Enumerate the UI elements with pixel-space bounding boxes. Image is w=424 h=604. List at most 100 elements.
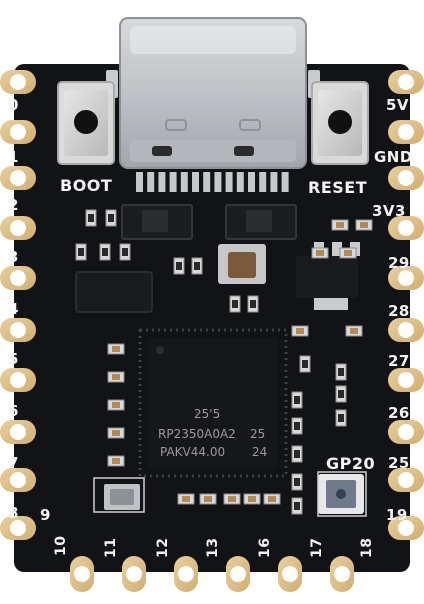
smd-passive [291, 391, 303, 409]
boot-label: BOOT [60, 176, 113, 195]
right-castellated-pads [388, 70, 424, 540]
pin-label-bottom-18: 18 [359, 537, 375, 558]
castellated-pad [0, 318, 36, 342]
pin-label-left-5: 5 [8, 350, 19, 368]
castellated-pad [0, 368, 36, 392]
castellated-pad [388, 516, 424, 540]
smd-passive [107, 427, 125, 439]
castellated-pad [388, 318, 424, 342]
bottom-castellated-pads [70, 556, 354, 592]
smd-passive [355, 219, 373, 231]
pin-label-right-gnd: GND [374, 148, 413, 166]
smd-passive [311, 247, 329, 259]
pin-label-bottom-17: 17 [309, 537, 325, 558]
rgb-led-icon [318, 474, 364, 514]
smd-passive [291, 445, 303, 463]
passive-components [75, 209, 373, 515]
smd-passive [291, 417, 303, 435]
smd-passive [223, 493, 241, 505]
smd-passive [107, 343, 125, 355]
smd-passive [243, 493, 261, 505]
pin-label-bottom-12: 12 [155, 537, 171, 558]
pin-label-right-25: 25 [388, 454, 410, 472]
castellated-pad [0, 70, 36, 94]
smd-passive [75, 243, 87, 261]
pin-label-right-27: 27 [388, 352, 410, 370]
chip-part-suffix: 25 [250, 427, 266, 441]
pin-label-left-7: 7 [8, 454, 19, 472]
smd-passive [173, 257, 185, 275]
castellated-pad [388, 468, 424, 492]
pin-label-right-29: 29 [388, 254, 410, 272]
pin-label-right-26: 26 [388, 404, 410, 422]
pin-label-bottom-11: 11 [103, 537, 119, 558]
smd-passive [291, 497, 303, 515]
castellated-pad [0, 468, 36, 492]
rp2350-chip [138, 328, 288, 478]
castellated-pad [388, 368, 424, 392]
pin-label-bottom-10: 10 [53, 535, 69, 556]
smd-passive [335, 385, 347, 403]
castellated-pad [0, 266, 36, 290]
pin-label-bottom-16: 16 [257, 537, 273, 558]
flash-chip [75, 271, 153, 313]
chip-lot-code: PAKV44.00 [160, 445, 226, 459]
castellated-pad [226, 556, 250, 592]
smd-passive [85, 209, 97, 227]
castellated-pad [388, 70, 424, 94]
chip-lot-suffix: 24 [252, 445, 268, 459]
smd-passive [177, 493, 195, 505]
pin-label-left-2: 2 [8, 196, 19, 214]
smd-passive [339, 247, 357, 259]
castellated-pad [388, 420, 424, 444]
smd-passive [263, 493, 281, 505]
smd-passive [291, 325, 309, 337]
smd-passive [107, 399, 125, 411]
castellated-pad [122, 556, 146, 592]
pin-label-left-3: 3 [8, 248, 19, 266]
castellated-pad [278, 556, 302, 592]
smd-passive [191, 257, 203, 275]
pin-label-left-8: 8 [8, 504, 19, 522]
chip-date-code: 25'5 [194, 407, 221, 421]
led-label: GP20 [326, 454, 376, 473]
pin-label-left-1: 1 [8, 148, 19, 166]
smd-passive [335, 363, 347, 381]
reset-button-icon [311, 81, 369, 165]
castellated-pad [0, 166, 36, 190]
pin-label-right-19: 19 [386, 506, 408, 524]
crystal [218, 244, 266, 284]
left-castellated-pads [0, 70, 36, 540]
castellated-pad [388, 120, 424, 144]
pin-label-left-0: 0 [8, 96, 19, 114]
pin-label-left-9: 9 [40, 506, 51, 524]
pin-label-left-6: 6 [8, 402, 19, 420]
pin-label-bottom-13: 13 [205, 537, 221, 558]
smd-passive [199, 493, 217, 505]
smd-passive [105, 209, 117, 227]
boot-button-icon [57, 81, 115, 165]
smd-passive [107, 455, 125, 467]
smd-passive [229, 295, 241, 313]
smd-passive [119, 243, 131, 261]
reset-label: RESET [308, 178, 368, 197]
castellated-pad [0, 420, 36, 444]
pin-label-right-3v3: 3V3 [372, 202, 406, 220]
castellated-pad [174, 556, 198, 592]
smd-passive [345, 325, 363, 337]
castellated-pad [388, 266, 424, 290]
castellated-pad [70, 556, 94, 592]
castellated-pad [0, 516, 36, 540]
pin-label-right-28: 28 [388, 302, 410, 320]
pin-label-right-5v: 5V [386, 96, 410, 114]
smd-passive [335, 409, 347, 427]
castellated-pad [0, 216, 36, 240]
usb-c-connector-icon [106, 17, 320, 192]
smd-passive [107, 371, 125, 383]
castellated-pad [388, 216, 424, 240]
smd-passive [299, 355, 311, 373]
castellated-pad [330, 556, 354, 592]
castellated-pad [388, 166, 424, 190]
